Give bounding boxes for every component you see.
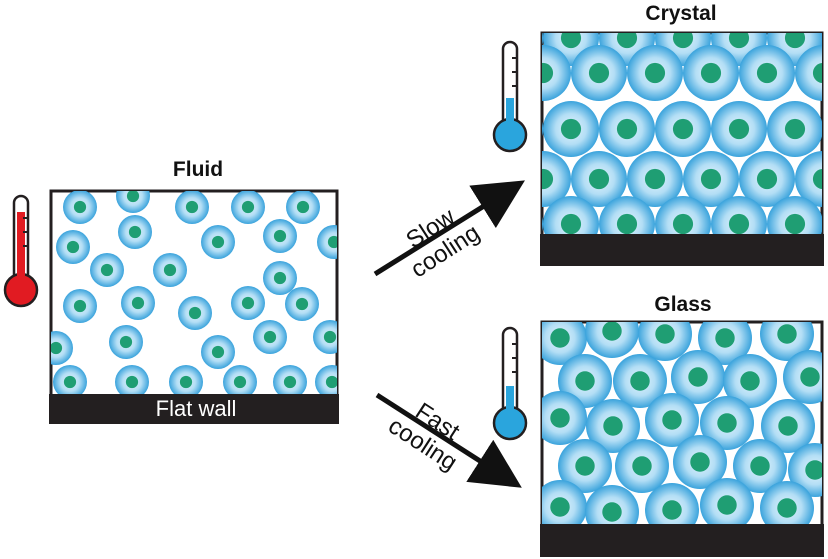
fluid-particle bbox=[178, 296, 212, 330]
fluid-particle bbox=[263, 261, 297, 295]
fluid-particle bbox=[231, 286, 265, 320]
glass-particle bbox=[760, 481, 814, 527]
glass-particle bbox=[761, 399, 815, 453]
glass-particle bbox=[585, 485, 639, 527]
fluid-particle bbox=[169, 365, 203, 396]
crystal-particle bbox=[739, 151, 795, 207]
crystal-particle bbox=[571, 45, 627, 101]
cold-thermometer-crystal-icon bbox=[492, 40, 528, 153]
glass-particle bbox=[671, 350, 725, 404]
fluid-particle bbox=[231, 191, 265, 224]
glass-particle bbox=[723, 354, 777, 408]
fluid-particle bbox=[90, 253, 124, 287]
glass-particle bbox=[558, 439, 612, 493]
glass-particle bbox=[542, 480, 587, 527]
glass-particle bbox=[542, 391, 587, 445]
crystal-particle bbox=[627, 151, 683, 207]
fluid-particle bbox=[253, 320, 287, 354]
glass-title: Glass bbox=[654, 293, 712, 316]
fluid-particle bbox=[121, 286, 155, 320]
glass-particle bbox=[760, 322, 814, 361]
fluid-particle bbox=[201, 335, 235, 369]
glass-particle bbox=[645, 393, 699, 447]
fluid-particle bbox=[56, 230, 90, 264]
hot-thermometer-icon bbox=[3, 194, 39, 308]
crystal-particle bbox=[767, 101, 822, 157]
crystal-particle bbox=[571, 151, 627, 207]
crystal-particle bbox=[543, 196, 599, 237]
fluid-particle bbox=[109, 325, 143, 359]
crystal-particle bbox=[711, 196, 767, 237]
glass-particle bbox=[638, 322, 692, 361]
fluid-particle bbox=[115, 365, 149, 396]
crystal-title: Crystal bbox=[645, 2, 717, 25]
fluid-particle bbox=[63, 289, 97, 323]
fluid-title: Fluid bbox=[172, 158, 224, 181]
glass-particle bbox=[586, 399, 640, 453]
glass-particles bbox=[542, 322, 822, 527]
fluid-particle bbox=[285, 287, 319, 321]
fluid-box bbox=[49, 189, 339, 424]
crystal-particle bbox=[542, 33, 543, 46]
crystal-particle bbox=[543, 101, 599, 157]
fluid-particles bbox=[51, 191, 337, 396]
fluid-particle bbox=[175, 191, 209, 224]
crystal-particle bbox=[542, 151, 571, 207]
crystal-particles bbox=[542, 33, 822, 237]
crystal-particle bbox=[711, 101, 767, 157]
crystal-particle bbox=[542, 45, 571, 101]
crystal-particle bbox=[655, 196, 711, 237]
crystal-particle bbox=[542, 216, 543, 232]
crystal-particle bbox=[655, 101, 711, 157]
glass-particle bbox=[673, 435, 727, 489]
glass-particle bbox=[615, 439, 669, 493]
fluid-particle bbox=[201, 225, 235, 259]
fluid-particle bbox=[63, 191, 97, 224]
glass-particle bbox=[585, 322, 639, 358]
fluid-particle bbox=[53, 365, 87, 396]
slow-cooling-arrow bbox=[373, 180, 525, 277]
fluid-wall bbox=[49, 394, 339, 424]
glass-box bbox=[540, 320, 824, 557]
crystal-particle bbox=[795, 151, 822, 207]
glass-particle bbox=[733, 439, 787, 493]
crystal-particle bbox=[599, 101, 655, 157]
glass-particle bbox=[700, 396, 754, 450]
cold-thermometer-glass-icon bbox=[492, 326, 528, 441]
glass-wall bbox=[540, 524, 824, 557]
glass-particle bbox=[613, 354, 667, 408]
fluid-particle bbox=[286, 191, 320, 224]
crystal-particle bbox=[739, 45, 795, 101]
crystal-particle bbox=[599, 196, 655, 237]
fluid-particle bbox=[317, 225, 337, 259]
crystal-particle bbox=[542, 121, 543, 137]
fluid-particle bbox=[315, 365, 337, 396]
fluid-particle bbox=[273, 365, 307, 396]
glass-particle bbox=[783, 350, 822, 404]
crystal-particle bbox=[795, 45, 822, 101]
fluid-particle bbox=[153, 253, 187, 287]
fluid-particle bbox=[313, 320, 337, 354]
crystal-particle bbox=[767, 196, 822, 237]
crystal-particle bbox=[683, 151, 739, 207]
crystal-particle bbox=[683, 45, 739, 101]
fast-cooling-arrow bbox=[375, 392, 522, 488]
wall-label: Flat wall bbox=[155, 396, 237, 421]
glass-particle bbox=[542, 322, 587, 365]
fluid-particle bbox=[116, 191, 150, 213]
glass-particle bbox=[700, 478, 754, 527]
crystal-particle bbox=[627, 45, 683, 101]
glass-particle bbox=[645, 483, 699, 527]
crystal-box bbox=[540, 31, 824, 266]
fluid-particle bbox=[51, 331, 73, 365]
fluid-particle bbox=[118, 215, 152, 249]
fluid-particle bbox=[223, 365, 257, 396]
crystal-wall bbox=[540, 234, 824, 266]
fluid-particle bbox=[263, 219, 297, 253]
